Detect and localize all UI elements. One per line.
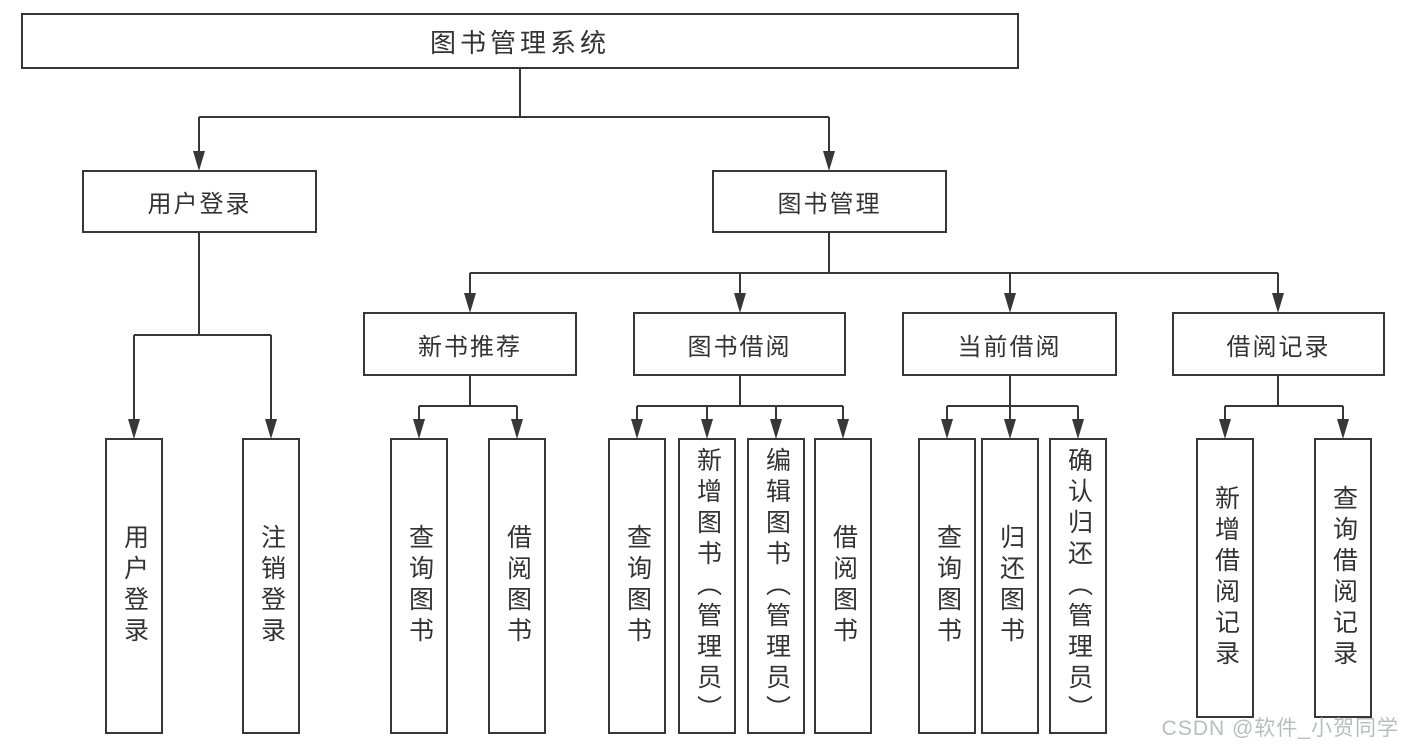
node-label: 借阅图书 [829,524,858,648]
node-query-borrow-record: 查询借阅记录 [1314,438,1372,718]
node-label: 图书借阅 [687,333,792,361]
node-query-book-2: 查询图书 [608,438,666,734]
node-label: 新书推荐 [418,333,522,361]
node-add-borrow-record: 新增借阅记录 [1196,438,1254,718]
node-add-book-admin: 新增图书（管理员） [678,438,736,734]
node-label: 当前借阅 [957,333,1062,361]
node-label: 新增图书（管理员） [693,446,722,726]
node-label: 用户登录 [120,524,149,648]
arrowheads [128,151,1349,439]
node-label: 新增借阅记录 [1211,485,1240,671]
node-borrow-book-1: 借阅图书 [488,438,546,734]
node-label: 确认归还（管理员） [1064,446,1093,726]
node-borrow-book-2: 借阅图书 [814,438,872,734]
node-label: 查询借阅记录 [1329,485,1358,671]
node-label: 归还图书 [996,524,1025,648]
node-query-book-1: 查询图书 [390,438,448,734]
node-new-book-recommend: 新书推荐 [363,312,577,376]
node-label: 图书管理系统 [429,27,610,58]
node-return-book: 归还图书 [981,438,1039,734]
node-label: 查询图书 [933,524,962,648]
node-user-login-leaf: 用户登录 [105,438,163,734]
node-library-system: 图书管理系统 [21,13,1019,69]
node-label: 查询图书 [623,524,652,648]
node-label: 借阅记录 [1226,333,1331,361]
node-logout: 注销登录 [242,438,300,734]
node-current-borrowing: 当前借阅 [902,312,1117,376]
node-query-book-3: 查询图书 [918,438,976,734]
node-label: 图书管理 [777,191,882,218]
watermark: CSDN @软件_小贺同学 [1161,717,1399,740]
node-label: 用户登录 [147,191,252,218]
node-label: 注销登录 [257,524,286,648]
node-edit-book-admin: 编辑图书（管理员） [747,438,805,734]
node-book-borrowing: 图书借阅 [633,312,846,376]
node-label: 借阅图书 [503,524,532,648]
node-borrowing-records: 借阅记录 [1172,312,1385,376]
node-label: 查询图书 [405,524,434,648]
node-user-login: 用户登录 [82,170,317,233]
node-confirm-return-admin: 确认归还（管理员） [1049,438,1107,734]
node-book-management: 图书管理 [712,170,947,233]
node-label: 编辑图书（管理员） [762,446,791,726]
